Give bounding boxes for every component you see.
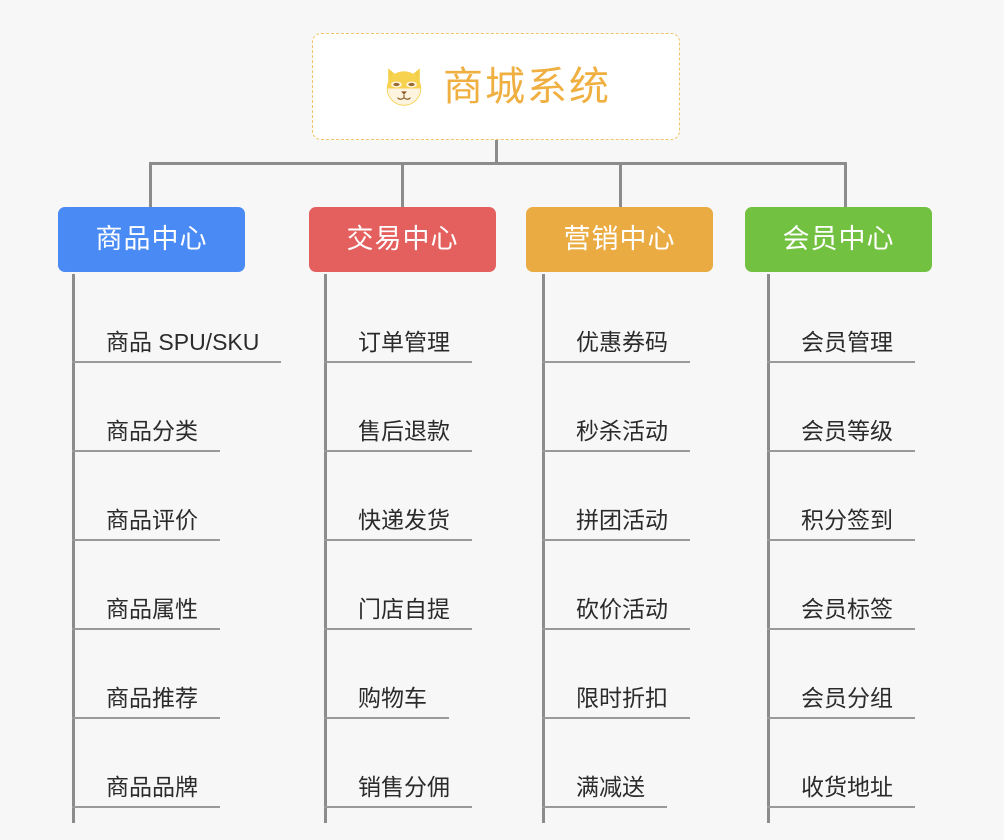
leaf-item[interactable]: 销售分佣 — [324, 719, 472, 808]
leaf-label: 商品评价 — [106, 507, 198, 533]
leaf-label: 收货地址 — [801, 774, 893, 800]
leaf-label: 砍价活动 — [576, 596, 668, 622]
leaf-item[interactable]: 积分签到 — [767, 452, 915, 541]
leaf-inner: 商品品牌 — [72, 775, 220, 808]
leaf-inner: 积分签到 — [767, 508, 915, 541]
leaf-item[interactable]: 门店自提 — [324, 541, 472, 630]
leaf-item[interactable]: 商品品牌 — [72, 719, 281, 808]
connector-drop-1 — [149, 162, 152, 208]
leaf-label: 购物车 — [358, 685, 427, 711]
leaf-item[interactable]: 优惠券码 — [542, 274, 690, 363]
leaf-label: 会员等级 — [801, 418, 893, 444]
leaf-item[interactable]: 限时折扣 — [542, 630, 690, 719]
leaf-inner: 快递发货 — [324, 508, 472, 541]
connector-drop-3 — [619, 162, 622, 208]
leaf-item[interactable]: 会员等级 — [767, 363, 915, 452]
leaf-inner: 会员标签 — [767, 597, 915, 630]
category-box-2[interactable]: 交易中心 — [309, 207, 496, 272]
leaf-label: 会员标签 — [801, 596, 893, 622]
leaf-inner: 商品推荐 — [72, 686, 220, 719]
leaf-item[interactable]: 会员管理 — [767, 274, 915, 363]
leaf-label: 限时折扣 — [576, 685, 668, 711]
branch-spine — [542, 274, 545, 823]
leaf-label: 商品品牌 — [106, 774, 198, 800]
branch-spine — [324, 274, 327, 823]
leaf-inner: 售后退款 — [324, 419, 472, 452]
leaf-inner: 秒杀活动 — [542, 419, 690, 452]
leaf-inner: 门店自提 — [324, 597, 472, 630]
leaf-label: 拼团活动 — [576, 507, 668, 533]
leaf-item[interactable]: 会员标签 — [767, 541, 915, 630]
leaf-label: 商品推荐 — [106, 685, 198, 711]
category-box-4[interactable]: 会员中心 — [745, 207, 932, 272]
category-label: 营销中心 — [563, 224, 676, 254]
category-label: 商品中心 — [95, 224, 208, 254]
leaf-label: 满减送 — [576, 774, 645, 800]
leaf-item[interactable]: 快递发货 — [324, 452, 472, 541]
leaf-label: 售后退款 — [358, 418, 450, 444]
leaf-item[interactable]: 秒杀活动 — [542, 363, 690, 452]
leaf-label: 订单管理 — [358, 329, 450, 355]
leaf-label: 销售分佣 — [358, 774, 450, 800]
leaf-item[interactable]: 商品分类 — [72, 363, 281, 452]
leaf-inner: 拼团活动 — [542, 508, 690, 541]
category-label: 会员中心 — [782, 224, 895, 254]
leaf-inner: 收货地址 — [767, 775, 915, 808]
leaf-item[interactable]: 订单管理 — [324, 274, 472, 363]
leaf-item[interactable]: 会员分组 — [767, 630, 915, 719]
leaf-item[interactable]: 购物车 — [324, 630, 472, 719]
leaf-label: 会员管理 — [801, 329, 893, 355]
leaf-label: 积分签到 — [801, 507, 893, 533]
leaf-inner: 商品分类 — [72, 419, 220, 452]
leaf-list: 订单管理售后退款快递发货门店自提购物车销售分佣 — [324, 274, 472, 808]
leaf-item[interactable]: 商品评价 — [72, 452, 281, 541]
branch-spine — [72, 274, 75, 823]
leaf-label: 商品属性 — [106, 596, 198, 622]
leaf-list: 优惠券码秒杀活动拼团活动砍价活动限时折扣满减送 — [542, 274, 690, 808]
leaf-label: 优惠券码 — [576, 329, 668, 355]
leaf-item[interactable]: 收货地址 — [767, 719, 915, 808]
leaf-label: 会员分组 — [801, 685, 893, 711]
connector-horizontal-bus — [149, 162, 847, 165]
leaf-inner: 商品 SPU/SKU — [72, 329, 282, 363]
root-node[interactable]: 商城系统 — [312, 33, 680, 140]
leaf-label: 快递发货 — [358, 507, 450, 533]
leaf-inner: 会员等级 — [767, 419, 915, 452]
leaf-label: 商品分类 — [106, 418, 198, 444]
category-box-3[interactable]: 营销中心 — [526, 207, 713, 272]
branch-spine — [767, 274, 770, 823]
category-box-1[interactable]: 商品中心 — [58, 207, 245, 272]
category-label: 交易中心 — [346, 224, 459, 254]
leaf-inner: 会员分组 — [767, 686, 915, 719]
leaf-item[interactable]: 满减送 — [542, 719, 690, 808]
leaf-inner: 优惠券码 — [542, 330, 690, 363]
leaf-item[interactable]: 售后退款 — [324, 363, 472, 452]
leaf-list: 会员管理会员等级积分签到会员标签会员分组收货地址 — [767, 274, 915, 808]
leaf-inner: 购物车 — [324, 686, 449, 719]
leaf-item[interactable]: 商品推荐 — [72, 630, 281, 719]
leaf-item[interactable]: 拼团活动 — [542, 452, 690, 541]
leaf-inner: 满减送 — [542, 775, 667, 808]
leaf-inner: 订单管理 — [324, 330, 472, 363]
leaf-item[interactable]: 砍价活动 — [542, 541, 690, 630]
connector-root-stem — [495, 140, 498, 164]
leaf-item[interactable]: 商品 SPU/SKU — [72, 274, 282, 363]
leaf-inner: 限时折扣 — [542, 686, 690, 719]
connector-drop-2 — [401, 162, 404, 208]
leaf-inner: 会员管理 — [767, 330, 915, 363]
leaf-label: 门店自提 — [358, 596, 450, 622]
leaf-inner: 商品属性 — [72, 597, 220, 630]
leaf-inner: 销售分佣 — [324, 775, 472, 808]
leaf-label: 秒杀活动 — [576, 418, 668, 444]
leaf-inner: 商品评价 — [72, 508, 220, 541]
connector-drop-4 — [844, 162, 847, 208]
leaf-item[interactable]: 商品属性 — [72, 541, 281, 630]
leaf-inner: 砍价活动 — [542, 597, 690, 630]
root-title: 商城系统 — [443, 64, 611, 109]
shiba-dog-face-icon — [386, 67, 422, 107]
leaf-list: 商品 SPU/SKU 商品分类商品评价商品属性商品推荐商品品牌 — [72, 274, 282, 808]
leaf-label: 商品 SPU/SKU — [106, 329, 260, 355]
